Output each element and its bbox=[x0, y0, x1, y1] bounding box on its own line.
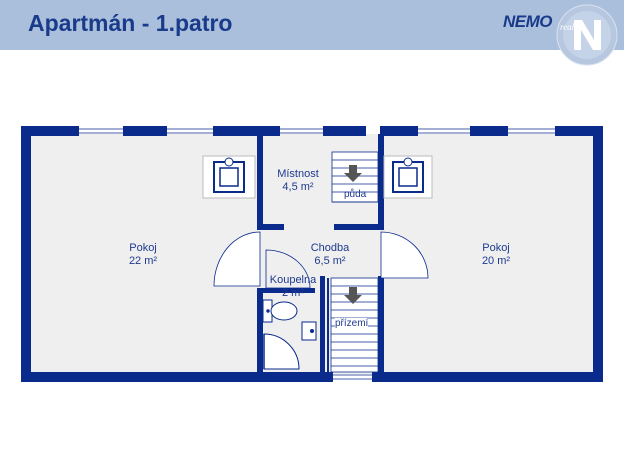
chimney-right-icon bbox=[383, 155, 433, 199]
room-name: Pokoj bbox=[482, 242, 510, 254]
room-label-chodba: Chodba 6,5 m² bbox=[290, 242, 370, 268]
stairs-down-label: přízemí bbox=[335, 318, 369, 329]
room-label-mistnost: Místnost 4,5 m² bbox=[258, 168, 338, 194]
sink-icon bbox=[301, 321, 317, 341]
room-name: Koupelna bbox=[269, 274, 317, 286]
room-name: Místnost bbox=[277, 168, 319, 180]
toilet-icon bbox=[262, 299, 298, 323]
shower-icon bbox=[263, 333, 300, 370]
logo-subtext: reality bbox=[560, 22, 584, 32]
stairs-up-label: půda bbox=[344, 189, 367, 200]
room-area: 20 m² bbox=[481, 255, 511, 267]
page-title: Apartmán - 1.patro bbox=[28, 10, 233, 36]
room-name: Chodba bbox=[310, 242, 350, 254]
door-swings bbox=[213, 231, 429, 289]
room-area: 22 m² bbox=[128, 255, 158, 267]
outer-walls bbox=[21, 126, 603, 382]
chimney-left-icon bbox=[202, 155, 256, 199]
header-bar: Apartmán - 1.patro NEMO reality bbox=[0, 0, 624, 66]
arrow-down-icon bbox=[344, 165, 362, 182]
room-label-pokoj-left: Pokoj 22 m² bbox=[103, 242, 183, 268]
room-label-koupelna: Koupelna 2 m² bbox=[253, 274, 333, 300]
nemo-logo-badge-icon bbox=[556, 4, 618, 66]
room-area: 4,5 m² bbox=[282, 181, 314, 193]
room-name: Pokoj bbox=[129, 242, 157, 254]
room-label-pokoj-right: Pokoj 20 m² bbox=[456, 242, 536, 268]
arrow-down-icon bbox=[344, 287, 362, 304]
room-area: 6,5 m² bbox=[314, 255, 346, 267]
windows bbox=[79, 128, 555, 380]
interior-walls bbox=[257, 134, 384, 374]
logo-text: NEMO bbox=[503, 12, 553, 31]
room-area: 2 m² bbox=[282, 287, 304, 299]
